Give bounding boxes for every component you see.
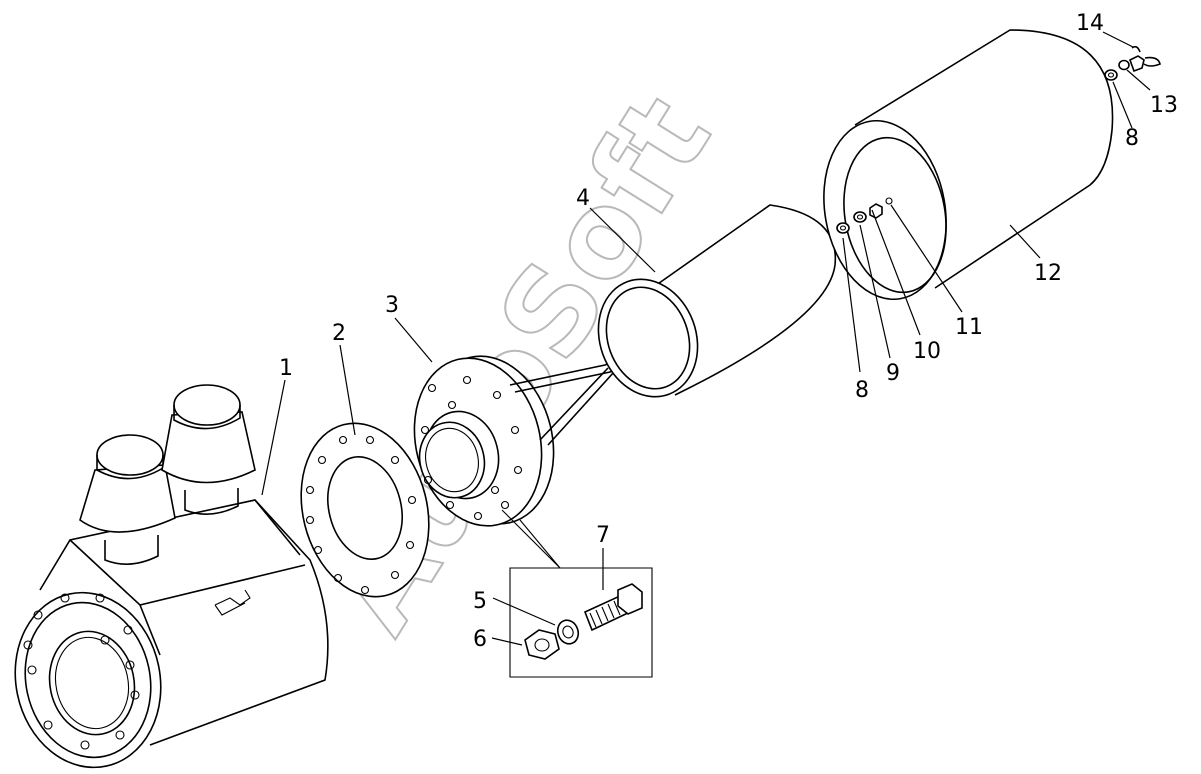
part-1-housing [14,384,329,769]
label-5: 5 [473,589,487,614]
label-14: 14 [1076,11,1104,36]
label-10: 10 [913,339,941,364]
hardware-13-14 [1104,45,1161,81]
part-3-flange [413,335,653,527]
part-2-gasket [300,422,430,598]
label-3: 3 [385,293,399,318]
label-9: 9 [886,361,900,386]
part-12-cover [823,29,1114,301]
label-11: 11 [955,315,983,340]
label-8-lower: 8 [855,378,869,403]
label-13: 13 [1150,93,1178,118]
hardware-8-9-10-11 [836,197,893,234]
label-8-upper: 8 [1125,126,1139,151]
label-2: 2 [332,321,346,346]
leader-lines [261,31,1151,646]
label-12: 12 [1034,261,1062,286]
label-1: 1 [279,356,293,381]
label-4: 4 [576,186,590,211]
label-6: 6 [473,627,487,652]
label-7: 7 [596,523,610,548]
part-labels: 1 2 3 4 5 6 7 8 8 9 10 11 12 13 14 [279,11,1178,652]
part-4-cartridge [597,204,837,398]
fastener-detail-box [501,509,653,678]
